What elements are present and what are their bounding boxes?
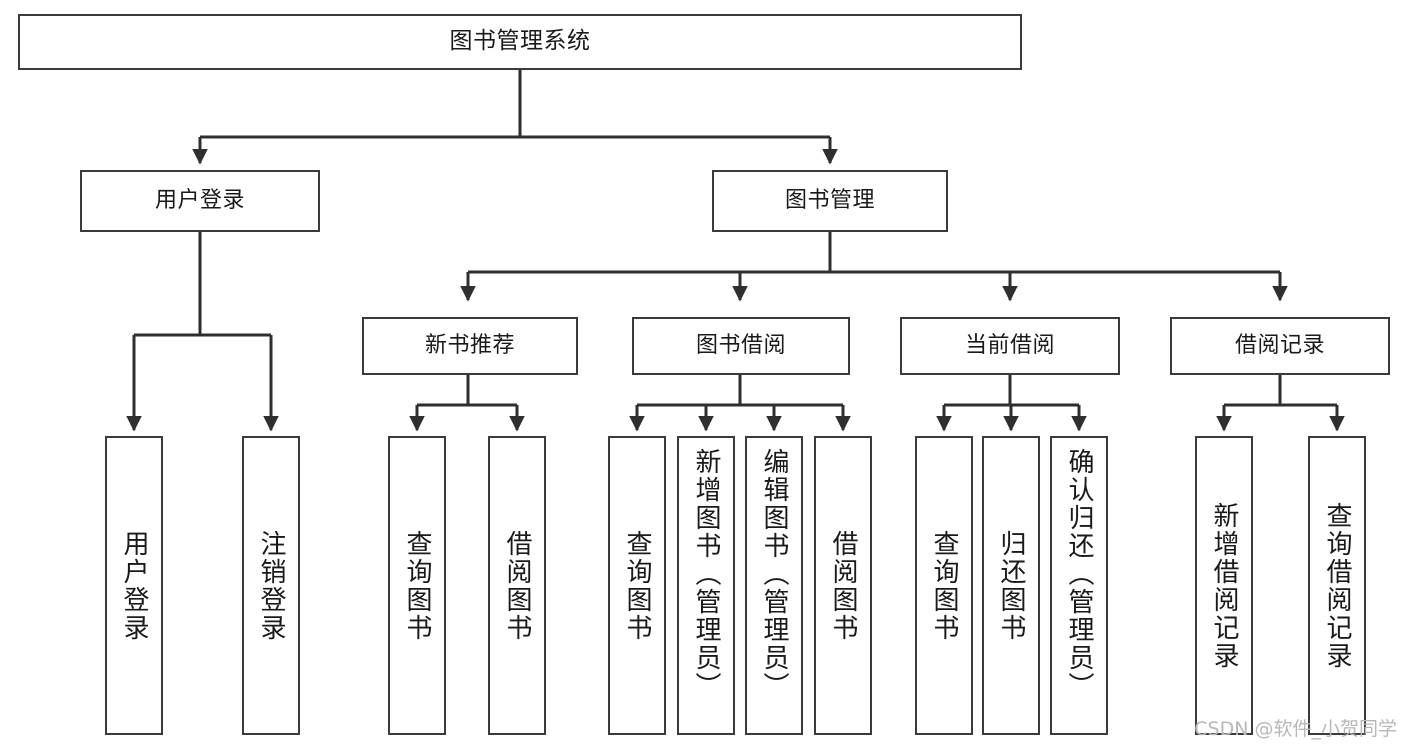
leaf-query-book-1[interactable]: 查询图书	[388, 436, 446, 735]
leaf-edit-book[interactable]: 编辑图书（管理员）	[745, 436, 803, 735]
leaf-return-book[interactable]: 归还图书	[982, 436, 1040, 735]
node-label: 图书借阅	[695, 332, 786, 358]
leaf-add-book[interactable]: 新增图书（管理员）	[677, 436, 735, 735]
node-current-borrow[interactable]: 当前借阅	[900, 317, 1120, 375]
leaf-borrow-book-2[interactable]: 借阅图书	[814, 436, 872, 735]
node-user-login[interactable]: 用户登录	[80, 170, 320, 232]
node-label: 图书管理	[784, 187, 875, 213]
node-label: 编辑图书（管理员）	[759, 448, 789, 700]
node-label: 新增借阅记录	[1209, 501, 1239, 670]
leaf-query-book-3[interactable]: 查询图书	[915, 436, 973, 735]
node-label: 新增图书（管理员）	[691, 448, 721, 700]
node-root-system[interactable]: 图书管理系统	[18, 14, 1022, 70]
node-label: 当前借阅	[964, 332, 1055, 358]
leaf-add-record[interactable]: 新增借阅记录	[1195, 436, 1253, 735]
leaf-borrow-book-1[interactable]: 借阅图书	[488, 436, 546, 735]
node-borrow-record[interactable]: 借阅记录	[1170, 317, 1390, 375]
leaf-query-record[interactable]: 查询借阅记录	[1308, 436, 1366, 735]
node-label: 归还图书	[996, 529, 1026, 642]
node-label: 借阅图书	[828, 529, 858, 642]
node-new-book-recommend[interactable]: 新书推荐	[362, 317, 578, 375]
node-label: 注销登录	[256, 529, 286, 642]
leaf-confirm-return[interactable]: 确认归还（管理员）	[1050, 436, 1108, 735]
node-label: 查询借阅记录	[1322, 501, 1352, 670]
leaf-user-login[interactable]: 用户登录	[105, 436, 163, 735]
node-label: 查询图书	[929, 529, 959, 642]
csdn-watermark: CSDN @软件_小贺同学	[1194, 718, 1397, 740]
node-label: 用户登录	[119, 529, 149, 642]
node-label: 确认归还（管理员）	[1064, 448, 1094, 700]
node-label: 查询图书	[622, 529, 652, 642]
node-book-manage[interactable]: 图书管理	[712, 170, 948, 232]
node-label: 图书管理系统	[449, 28, 591, 55]
node-label: 用户登录	[154, 187, 245, 213]
node-book-borrow[interactable]: 图书借阅	[632, 317, 850, 375]
leaf-query-book-2[interactable]: 查询图书	[608, 436, 666, 735]
leaf-logout-login[interactable]: 注销登录	[242, 436, 300, 735]
node-label: 借阅记录	[1234, 332, 1325, 358]
node-label: 新书推荐	[424, 332, 515, 358]
node-label: 查询图书	[402, 529, 432, 642]
node-label: 借阅图书	[502, 529, 532, 642]
